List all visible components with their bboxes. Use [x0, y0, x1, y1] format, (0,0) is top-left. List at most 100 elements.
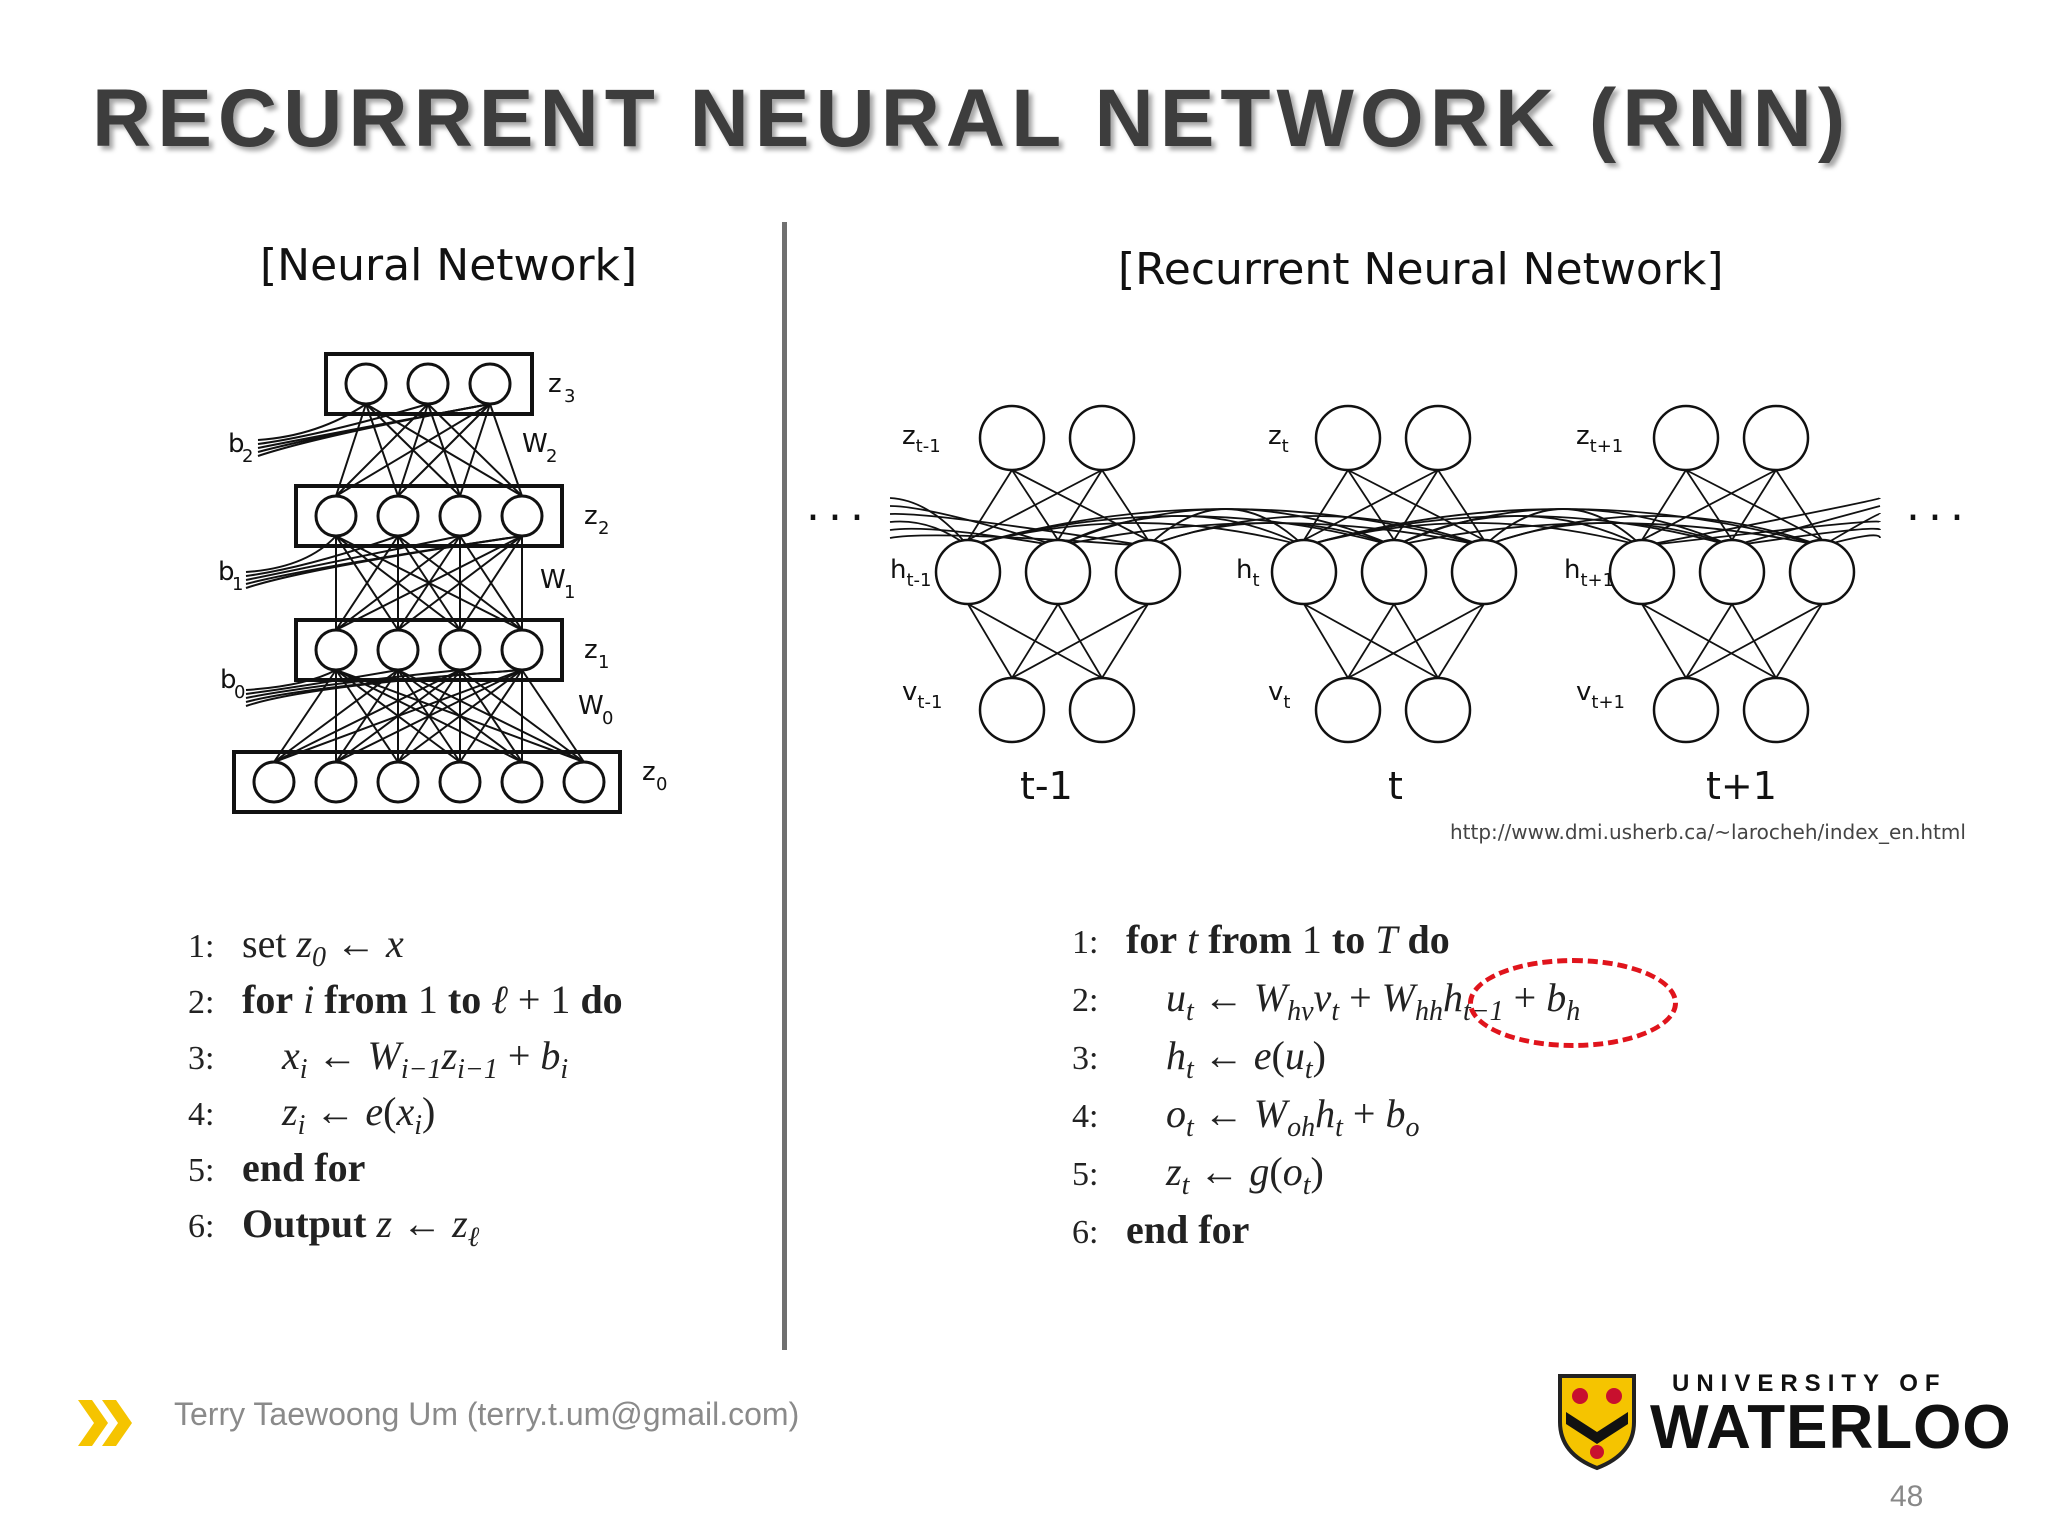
h-label: ht+1: [1564, 555, 1614, 591]
nn-subtitle: [Neural Network]: [260, 240, 638, 291]
nn-diagram: z 3 z 2 z 1 z 0 W 2 W 1 W 0 b 2 b 1 b 0: [218, 352, 667, 814]
neuron-node: [500, 628, 544, 672]
neuron-node: [406, 362, 450, 406]
rnn-algo-line-3: 3: ht ← e(ut): [1072, 1033, 1326, 1085]
svg-text:2: 2: [546, 446, 557, 467]
bias-edge: [245, 669, 523, 707]
layer-box-z1: [294, 618, 564, 682]
algo-line-6: 6:Output z ← zℓ: [188, 1201, 480, 1253]
neuron-node: [376, 628, 420, 672]
svg-text:0: 0: [602, 708, 613, 729]
output-edge: [1347, 469, 1485, 541]
incoming-edge: [889, 512, 1149, 547]
rnn-algo-line-1: 1:for t from 1 to T do: [1072, 917, 1450, 962]
input-edge: [1101, 603, 1149, 679]
bias-edge: [245, 535, 337, 573]
recurrent-edge: [1393, 508, 1733, 547]
weight-edge: [397, 669, 585, 763]
output-edge: [1685, 469, 1733, 541]
svg-text:1: 1: [564, 582, 575, 603]
label-b2: b: [228, 429, 245, 459]
output-edge: [1641, 469, 1687, 541]
input-edge: [967, 603, 1013, 679]
output-edge: [967, 469, 1013, 541]
weight-edge: [489, 403, 523, 497]
algo-line-2: 2:for i from 1 to ℓ + 1 do: [188, 977, 623, 1022]
highlight-ellipse: [1468, 958, 1678, 1048]
h-label: ht-1: [890, 555, 932, 591]
rnn-node: [1742, 676, 1810, 744]
neuron-node: [314, 760, 358, 804]
label-w1: W: [540, 565, 566, 595]
weight-edge: [459, 669, 585, 763]
incoming-edge: [889, 534, 1149, 547]
author-credit: Terry Taewoong Um (terry.t.um@gmail.com): [174, 1396, 800, 1432]
label-z3: z: [548, 369, 562, 399]
input-edge: [1057, 603, 1103, 679]
rnn-node: [1404, 676, 1472, 744]
rnn-node: [1314, 676, 1382, 744]
rnn-node: [1788, 538, 1856, 606]
rnn-algo-line-6: 6:end for: [1072, 1207, 1250, 1252]
neuron-node: [376, 760, 420, 804]
bias-edge: [245, 669, 399, 695]
chevron-icon: [78, 1400, 132, 1446]
rnn-node: [1450, 538, 1518, 606]
input-edge: [1775, 603, 1823, 679]
ellipsis-left: ...: [806, 480, 872, 531]
svg-text:3: 3: [564, 386, 575, 407]
neuron-node: [438, 760, 482, 804]
recurrent-edge: [1147, 515, 1485, 547]
bias-edge: [245, 535, 399, 577]
input-edge: [1641, 603, 1687, 679]
svg-text:0: 0: [656, 774, 667, 795]
rnn-node: [978, 404, 1046, 472]
algo-line-5: 5:end for: [188, 1145, 366, 1190]
neuron-node: [500, 760, 544, 804]
weight-edge: [335, 403, 367, 497]
svg-text:0: 0: [234, 682, 245, 703]
rnn-node: [1114, 538, 1182, 606]
label-z1: z: [584, 635, 598, 665]
v-label: vt+1: [1576, 677, 1625, 713]
incoming-edge: [889, 527, 1059, 547]
weight-edge: [365, 403, 523, 497]
rnn-node: [1270, 538, 1338, 606]
rnn-node: [1608, 538, 1676, 606]
weight-edge: [335, 535, 461, 631]
label-w0: W: [578, 691, 604, 721]
layer-box-z3: [324, 352, 534, 416]
rnn-node: [1652, 404, 1720, 472]
output-edge: [1011, 469, 1149, 541]
time-label-next: t+1: [1706, 764, 1777, 808]
time-label-prev: t-1: [1020, 764, 1073, 808]
rnn-node: [1404, 404, 1472, 472]
rnn-node: [934, 538, 1002, 606]
rnn-algo-line-5: 5: zt ← g(ot): [1072, 1149, 1324, 1201]
bias-edge: [257, 403, 491, 457]
weight-edge: [427, 403, 523, 497]
neuron-node: [252, 760, 296, 804]
neuron-node: [562, 760, 606, 804]
input-edge: [1303, 603, 1439, 679]
neuron-node: [468, 362, 512, 406]
bias-edge: [257, 403, 429, 445]
weight-edge: [335, 535, 523, 631]
recurrent-edge: [1483, 508, 1643, 547]
page-number: 48: [1890, 1480, 1924, 1513]
recurrent-edge: [1483, 515, 1823, 547]
label-b1: b: [218, 557, 235, 587]
v-label: vt: [1268, 677, 1290, 713]
v-label: vt-1: [902, 677, 942, 713]
rnn-node: [978, 676, 1046, 744]
algo-line-3: 3: xi ← Wi−1zi−1 + bi: [188, 1033, 569, 1085]
weight-edge: [459, 535, 523, 631]
rnn-node: [1742, 404, 1810, 472]
rnn-algo-line-4: 4: ot ← Wohht + bo: [1072, 1091, 1420, 1143]
output-edge: [1437, 469, 1485, 541]
waterloo-wordmark: WATERLOO: [1650, 1393, 2012, 1462]
recurrent-edge: [1147, 508, 1305, 547]
algo-line-4: 4: zi ← e(xi): [188, 1089, 436, 1141]
neuron-node: [438, 494, 482, 538]
